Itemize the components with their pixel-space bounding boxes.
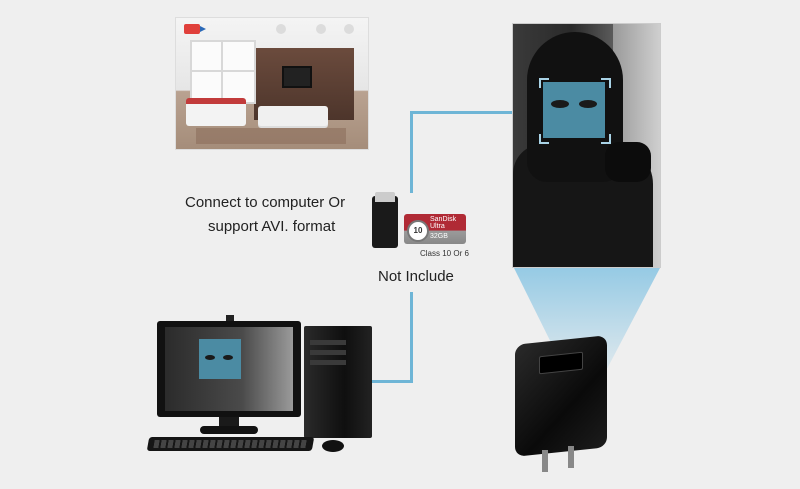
connect-text-line1: Connect to computer Or — [185, 194, 346, 211]
class10-badge: 10 — [407, 220, 429, 242]
webcam — [226, 315, 234, 321]
burglar-photo — [513, 24, 660, 267]
sd-series: Ultra — [430, 223, 445, 230]
sd-brand: SanDisk — [430, 216, 457, 223]
keyboard — [146, 437, 315, 451]
monitor-base — [200, 426, 258, 434]
connector-line — [410, 111, 413, 193]
connect-text-line2: support AVI. format — [208, 218, 336, 235]
charger-camera — [515, 335, 607, 457]
not-include-label: Not Include — [378, 268, 454, 285]
living-room-photo — [176, 18, 368, 149]
plug-prong — [568, 446, 574, 468]
face-detection-box — [543, 82, 605, 138]
desktop-monitor — [157, 321, 301, 417]
microsd-card: 10 SanDisk Ultra 32GB — [404, 214, 466, 244]
monitor-stand — [219, 417, 239, 427]
pc-tower — [304, 326, 372, 438]
plug-prong — [542, 450, 548, 472]
card-reader — [372, 192, 398, 248]
class-label: Class 10 Or 6 — [420, 249, 469, 258]
connector-line — [410, 111, 514, 114]
sd-capacity: 32GB — [430, 233, 448, 240]
connector-line — [410, 292, 413, 383]
face-detection-box — [199, 339, 241, 379]
connector-line — [372, 380, 413, 383]
usb-port — [539, 351, 583, 375]
camera-icon — [184, 24, 206, 34]
mouse — [322, 440, 344, 452]
